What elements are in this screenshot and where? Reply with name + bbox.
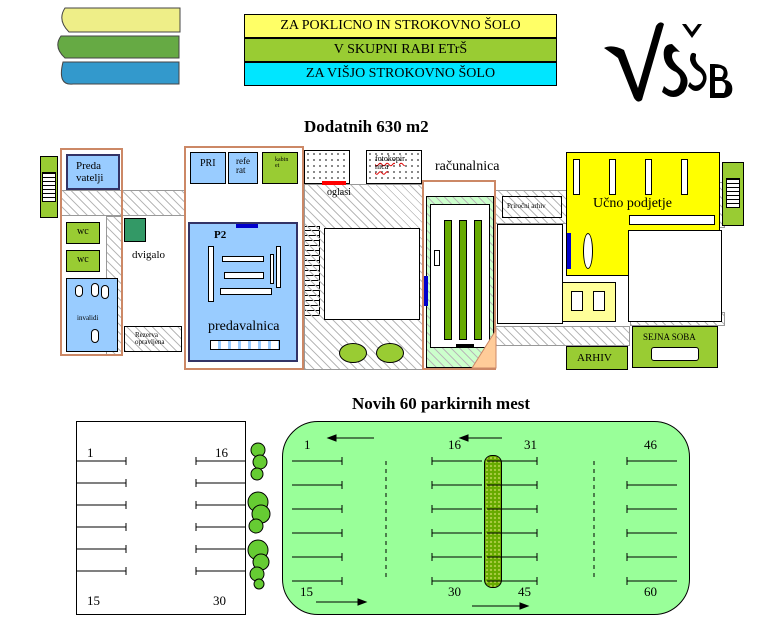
notice-bar bbox=[322, 181, 346, 185]
ucno-board bbox=[567, 233, 571, 269]
toilet-icon bbox=[91, 283, 99, 297]
label-rezerva: Rezerva opravljena bbox=[135, 331, 165, 347]
spot-label-1: 1 bbox=[87, 445, 94, 460]
toilet-icon-3 bbox=[91, 329, 99, 343]
spot-label-16: 16 bbox=[215, 445, 228, 460]
racunalnica-door bbox=[456, 344, 474, 348]
room-dotted-1 bbox=[304, 150, 350, 184]
meeting-table bbox=[651, 347, 699, 361]
desk-ucno-4 bbox=[681, 159, 688, 195]
left-stair-steps bbox=[42, 172, 56, 202]
vssb-logo bbox=[602, 14, 742, 104]
spot-label-new-45: 45 bbox=[518, 584, 531, 599]
small-desk-2 bbox=[593, 291, 605, 311]
desk-row-1 bbox=[222, 256, 264, 262]
label-fotokopirnica: fotokopir nica bbox=[375, 154, 405, 172]
parking-heading: Novih 60 parkirnih mest bbox=[352, 394, 531, 413]
computer-row-1 bbox=[444, 220, 452, 340]
room-right-mid bbox=[497, 224, 563, 324]
desk-ucno-long bbox=[629, 215, 715, 225]
sink-icon bbox=[75, 285, 83, 297]
small-desk-1 bbox=[571, 291, 583, 311]
spot-label-30: 30 bbox=[213, 593, 226, 608]
room-ucno-small bbox=[562, 282, 616, 322]
desk-side-1 bbox=[276, 246, 281, 288]
label-sejna-soba: SEJNA SOBA bbox=[643, 332, 696, 342]
spot-label-15: 15 bbox=[87, 593, 100, 608]
room-right-low bbox=[628, 230, 722, 322]
label-invalidi: invalidi bbox=[77, 314, 99, 322]
label-arhiv: ARHIV bbox=[577, 352, 612, 364]
spot-label-new-30: 30 bbox=[448, 584, 461, 599]
legend-row-higher: ZA VIŠJO STROKOVNO ŠOLO bbox=[244, 62, 557, 86]
spot-label-new-1: 1 bbox=[304, 437, 311, 452]
spot-label-new-60: 60 bbox=[644, 584, 657, 599]
label-p2: P2 bbox=[214, 229, 227, 241]
legend-row-vocational: ZA POKLICNO IN STROKOVNO ŠOLO bbox=[244, 14, 557, 38]
legend-row-shared: V SKUPNI RABI ETrŠ bbox=[244, 38, 557, 62]
label-oglasi: oglasi bbox=[327, 187, 351, 198]
parking-lines-existing bbox=[76, 457, 246, 575]
desk-side-2 bbox=[270, 254, 274, 284]
parking-center-strip bbox=[484, 455, 502, 588]
school-logo bbox=[57, 7, 181, 85]
label-wc-2: wc bbox=[77, 254, 89, 265]
parking-lines-new bbox=[292, 434, 677, 610]
teacher-desk bbox=[208, 246, 214, 302]
room-fotokopirnica: fotokopir nica bbox=[366, 150, 422, 184]
plant-2 bbox=[376, 343, 404, 363]
label-ucno-podjetje: Učno podjetje bbox=[593, 196, 672, 211]
hedge-trees bbox=[247, 442, 271, 590]
label-racunalnica: računalnica bbox=[435, 159, 500, 174]
desk-ucno-2 bbox=[609, 159, 616, 195]
room-pri: PRI bbox=[190, 152, 226, 184]
room-referat: refe rat bbox=[228, 152, 258, 184]
desk-ucno-1 bbox=[573, 159, 580, 195]
spot-label-new-46: 46 bbox=[644, 437, 657, 452]
floor-heading: Dodatnih 630 m2 bbox=[304, 117, 429, 136]
spot-label-new-15: 15 bbox=[300, 584, 313, 599]
room-invalidi: invalidi bbox=[66, 278, 118, 352]
label-referat: refe rat bbox=[236, 156, 250, 176]
label-wc-1: wc bbox=[77, 226, 89, 237]
corridor-bottom bbox=[495, 326, 630, 346]
elevator-shaft bbox=[124, 218, 146, 242]
desk-row-2 bbox=[224, 272, 264, 279]
label-pri: PRI bbox=[200, 158, 216, 169]
room-prirocni-arhiv: Priročni arhiv bbox=[502, 196, 562, 218]
label-dvigalo: dvigalo bbox=[132, 249, 165, 261]
spot-label-new-31: 31 bbox=[524, 437, 537, 452]
computer-row-2 bbox=[459, 220, 467, 340]
plant-1 bbox=[339, 343, 367, 363]
whiteboard-icon bbox=[236, 224, 258, 228]
room-wc-1: wc bbox=[66, 222, 100, 244]
racunalnica-teacher-desk bbox=[434, 250, 440, 266]
room-predavalnica: P2 predavalnica bbox=[188, 222, 298, 362]
room-arhiv: ARHIV bbox=[566, 346, 628, 370]
ucno-table-oval bbox=[583, 233, 593, 269]
toilet-icon-2 bbox=[101, 285, 109, 299]
spot-label-new-16: 16 bbox=[448, 437, 461, 452]
left-block-frame bbox=[60, 148, 123, 356]
parking-lot-existing: 1 16 15 30 bbox=[76, 421, 246, 615]
room-sejna-soba: SEJNA SOBA bbox=[632, 326, 718, 368]
room-wc-2: wc bbox=[66, 250, 100, 272]
right-stair-steps bbox=[726, 178, 740, 208]
room-predavatelji: Preda vatelji bbox=[66, 154, 120, 190]
label-prirocni-arhiv: Priročni arhiv bbox=[507, 202, 546, 210]
racunalnica-triangle bbox=[471, 328, 497, 369]
racunalnica-board bbox=[424, 276, 428, 306]
desk-row-3 bbox=[220, 288, 272, 295]
computer-row-3 bbox=[474, 220, 482, 340]
label-kabinet: kabin et bbox=[275, 157, 289, 170]
label-predavalnica: predavalnica bbox=[208, 319, 280, 334]
hall-open-room bbox=[324, 228, 420, 320]
label-predavatelji: Preda vatelji bbox=[76, 160, 104, 184]
room-kabinet: kabin et bbox=[262, 152, 298, 184]
desk-back bbox=[210, 340, 280, 350]
desk-ucno-3 bbox=[645, 159, 652, 195]
room-rezerva: Rezerva opravljena bbox=[124, 326, 182, 352]
corridor-left bbox=[60, 190, 190, 216]
